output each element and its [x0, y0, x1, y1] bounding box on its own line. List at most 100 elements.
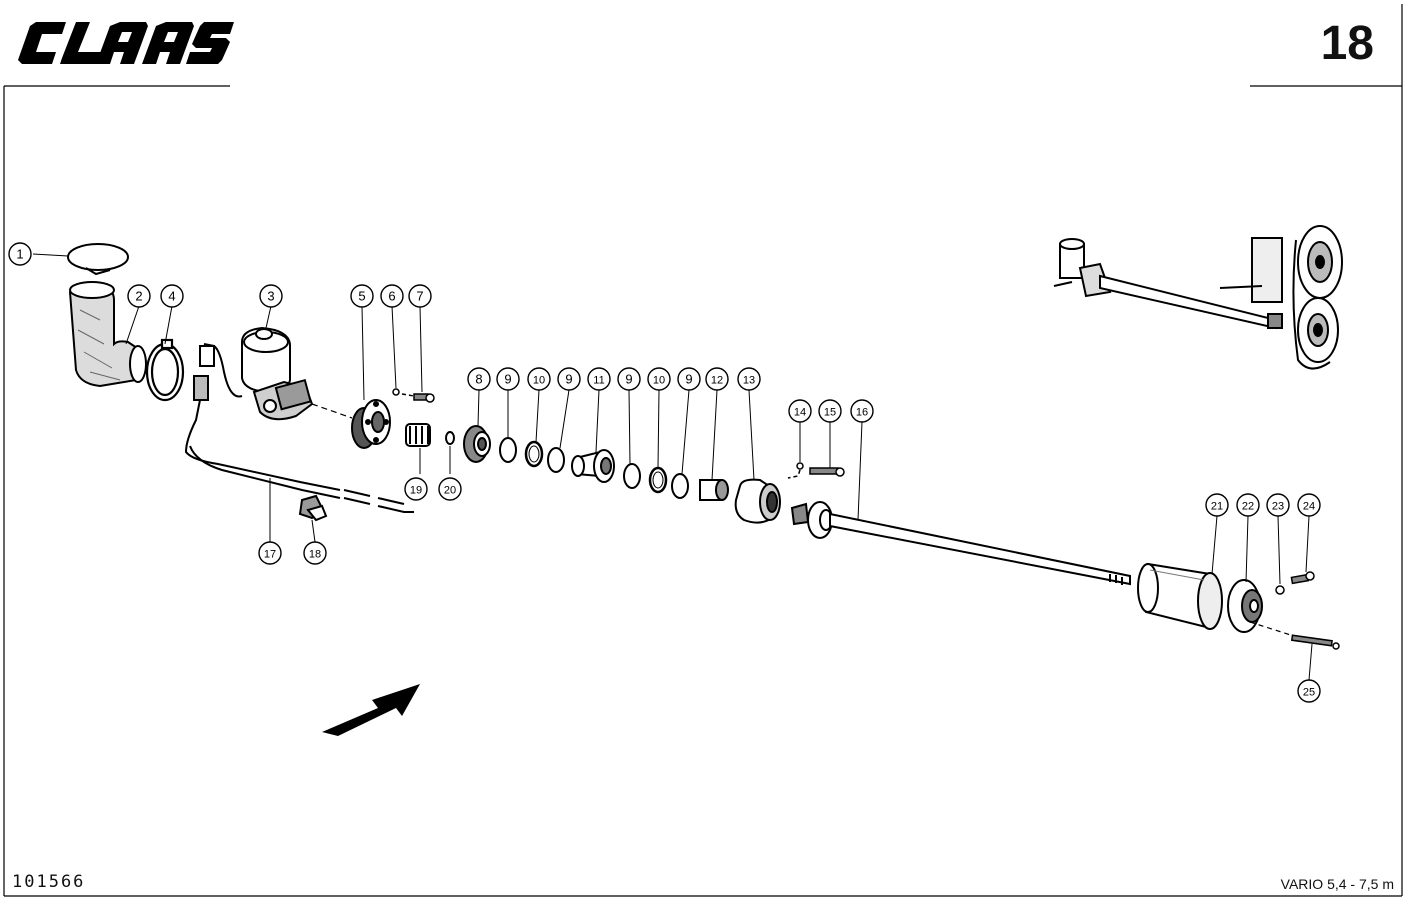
callout-c18: 18: [303, 541, 327, 565]
frame-lines: [3, 4, 1403, 897]
callout-c21: 21: [1205, 493, 1229, 517]
callout-label: 9: [565, 372, 572, 387]
callout-circle: [818, 399, 842, 423]
callout-label: 6: [388, 289, 395, 304]
callout-label: 10: [533, 375, 545, 387]
callout-circle: [737, 367, 761, 391]
callout-circle: [677, 367, 701, 391]
callout-c16: 16: [850, 399, 874, 423]
part-washer-23: [1275, 585, 1285, 595]
callout-circle: [788, 399, 812, 423]
part-seal-10b: [648, 466, 668, 494]
part-washer-6: [392, 388, 400, 396]
callout-label: 3: [267, 289, 274, 304]
callout-label: 16: [856, 407, 868, 419]
callout-c24: 24: [1297, 493, 1321, 517]
callout-c22: 22: [1236, 493, 1260, 517]
callout-circle: [160, 284, 184, 308]
part-o-ring-9b: [547, 447, 565, 473]
drawing-number: 101566: [12, 872, 86, 892]
callout-circle: [350, 284, 374, 308]
callout-label: 4: [168, 289, 175, 304]
callout-c25: 25: [1297, 679, 1321, 703]
direction-arrow: [322, 684, 420, 736]
callout-c17: 17: [258, 541, 282, 565]
callout-circle: [438, 477, 462, 501]
callout-circle: [850, 399, 874, 423]
part-screw-7: [401, 393, 435, 403]
callout-c10b: 10: [647, 367, 671, 391]
model-designation: VARIO 5,4 - 7,5 m: [1280, 876, 1394, 892]
callout-label: 20: [444, 485, 456, 497]
part-sleeve: [699, 479, 729, 501]
callout-label: 24: [1303, 501, 1315, 513]
callout-circle: [127, 284, 151, 308]
leader-lines: [32, 253, 1313, 681]
callout-circle: [1297, 679, 1321, 703]
callout-c15: 15: [818, 399, 842, 423]
callout-label: 12: [711, 375, 723, 387]
callout-c7: 7: [408, 284, 432, 308]
callout-c13: 13: [737, 367, 761, 391]
part-shaft-bushing: [571, 449, 615, 483]
callout-circle: [404, 477, 428, 501]
callout-c9b: 9: [557, 367, 581, 391]
callout-c1: 1: [8, 242, 32, 266]
callout-circle: [617, 367, 641, 391]
callout-circle: [258, 541, 282, 565]
part-cable-clip: [298, 494, 328, 522]
callout-c9c: 9: [617, 367, 641, 391]
callout-circle: [408, 284, 432, 308]
part-long-bolt-25: [1290, 634, 1340, 650]
callout-label: 13: [743, 375, 755, 387]
callout-label: 5: [358, 289, 365, 304]
callout-c6: 6: [380, 284, 404, 308]
callout-label: 9: [625, 372, 632, 387]
callout-label: 1: [16, 247, 23, 262]
part-coupling: [734, 478, 781, 524]
callout-circle: [705, 367, 729, 391]
callout-circle: [467, 367, 491, 391]
callout-c4: 4: [160, 284, 184, 308]
claas-logo: [18, 22, 234, 64]
callout-label: 17: [264, 549, 276, 561]
callout-c23: 23: [1266, 493, 1290, 517]
callout-circle: [380, 284, 404, 308]
callout-label: 2: [135, 289, 142, 304]
callout-circle: [1266, 493, 1290, 517]
part-hose-clamp: [145, 338, 185, 402]
callout-c11: 11: [587, 367, 611, 391]
part-needle-bearing: [405, 423, 431, 474]
part-screw-24: [1290, 571, 1315, 585]
part-clip-ring: [67, 243, 129, 276]
part-o-ring-9c: [623, 463, 641, 489]
callout-label: 21: [1211, 501, 1223, 513]
callout-label: 19: [410, 485, 422, 497]
page-number: 18: [1320, 17, 1374, 70]
assembly-overview-sketch: [1053, 225, 1343, 370]
callout-c10a: 10: [527, 367, 551, 391]
callout-label: 10: [653, 375, 665, 387]
callout-c20: 20: [438, 477, 462, 501]
callout-c9d: 9: [677, 367, 701, 391]
part-cable-harness: [184, 343, 414, 513]
callout-label: 11: [593, 375, 604, 387]
part-drum-tube: [1137, 562, 1223, 630]
callout-circle: [1236, 493, 1260, 517]
callout-label: 18: [309, 549, 321, 561]
callout-c12: 12: [705, 367, 729, 391]
callout-c2: 2: [127, 284, 151, 308]
part-screw-15: [809, 467, 845, 477]
callout-circle: [496, 367, 520, 391]
callout-label: 7: [416, 289, 423, 304]
part-elbow-hose: [68, 281, 147, 388]
callout-label: 23: [1272, 501, 1284, 513]
callout-label: 15: [824, 407, 836, 419]
callout-circle: [557, 367, 581, 391]
part-end-hub: [1227, 579, 1301, 639]
callout-c8: 8: [467, 367, 491, 391]
callout-circle: [647, 367, 671, 391]
part-drive-shaft: [790, 501, 1131, 586]
